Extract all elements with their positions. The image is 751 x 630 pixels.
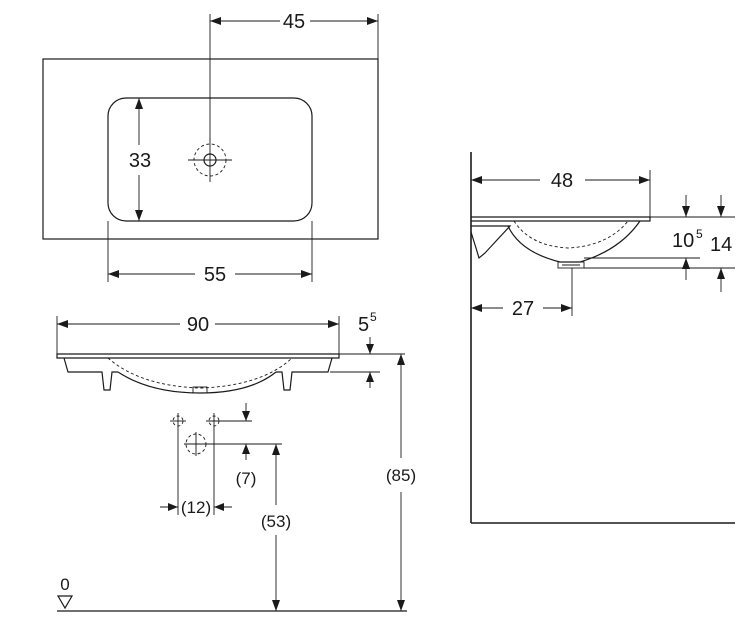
dim-55: 55: [107, 221, 313, 286]
floor-line: 0: [56, 575, 407, 612]
front-view: 90 5 5: [56, 310, 416, 612]
dim-12-label: (12): [181, 498, 211, 517]
dim-48-label: 48: [551, 170, 573, 192]
dim-10-main: 10: [672, 230, 694, 252]
dim-27: 27: [471, 268, 573, 320]
dim-5-5: 5 5: [330, 310, 405, 388]
dim-85-label: (85): [386, 466, 416, 485]
dim-53-label: (53): [261, 512, 291, 531]
dim-48: 48: [471, 170, 651, 217]
crosshair-icon: [184, 432, 208, 456]
tap-hole-icon: [188, 138, 232, 182]
dim-7-label: (7): [236, 469, 257, 488]
crosshair-icon: [206, 413, 252, 429]
dim-33: 33: [129, 98, 151, 221]
dim-53: (53): [261, 444, 291, 611]
dim-55-label: 55: [204, 264, 226, 286]
dim-45: 45: [209, 11, 379, 140]
dim-7: (7): [206, 403, 282, 488]
dim-85: (85): [386, 354, 416, 611]
dim-45-label: 45: [283, 11, 305, 33]
dim-90-label: 90: [187, 314, 209, 336]
floor-label: 0: [60, 575, 69, 594]
dim-12: (12): [160, 429, 232, 517]
dim-90: 90: [56, 314, 340, 356]
basin-side-profile: [470, 216, 651, 269]
crosshair-icon: [170, 413, 186, 429]
dim-10-5-and-14: 10 5 14: [584, 195, 735, 292]
dim-27-label: 27: [512, 298, 534, 320]
side-view: 48 10 5 14 27: [470, 152, 735, 524]
dim-33-label: 33: [129, 150, 151, 172]
basin-outline-top: [42, 58, 379, 240]
dim-5-sup: 5: [370, 310, 377, 324]
dim-5-main: 5: [358, 314, 369, 336]
dim-10-sup: 5: [696, 227, 703, 241]
dim-14-label: 14: [710, 234, 732, 256]
basin-front-profile: [56, 353, 340, 394]
top-view: 45 33 55: [42, 11, 379, 286]
drain-markers: [170, 413, 252, 456]
